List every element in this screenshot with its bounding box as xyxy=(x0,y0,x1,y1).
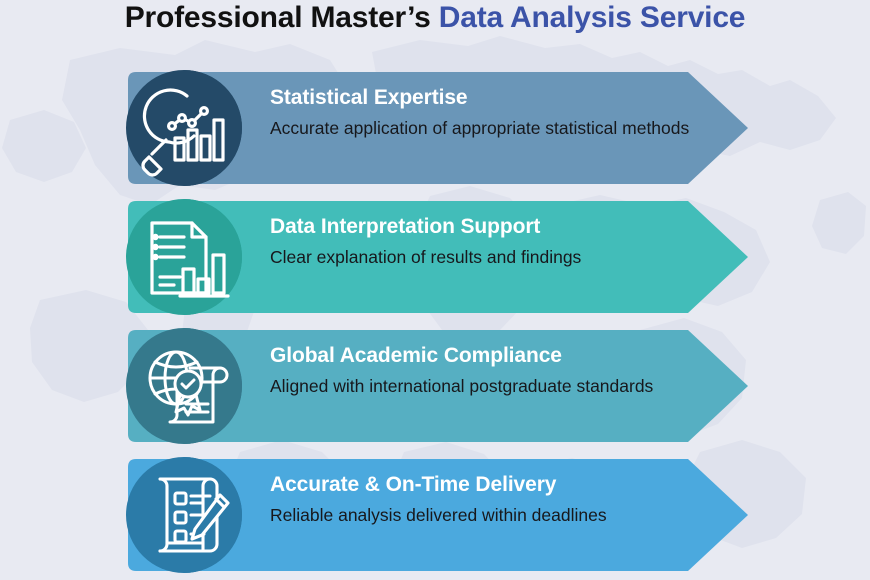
list-item[interactable]: Statistical Expertise Accurate applicati… xyxy=(0,68,870,188)
banner-shape-3 xyxy=(128,330,748,442)
page-title: Professional Master’s Data Analysis Serv… xyxy=(0,0,870,40)
banner-row-3: Global Academic Compliance Aligned with … xyxy=(128,330,748,442)
list-item[interactable]: Accurate & On-Time Delivery Reliable ana… xyxy=(0,455,870,575)
feature-title: Global Academic Compliance xyxy=(270,344,562,367)
feature-description: Reliable analysis delivered within deadl… xyxy=(270,505,607,525)
feature-description: Accurate application of appropriate stat… xyxy=(270,118,690,138)
feature-title: Statistical Expertise xyxy=(270,86,468,109)
list-item[interactable]: Global Academic Compliance Aligned with … xyxy=(0,326,870,446)
feature-title: Data Interpretation Support xyxy=(270,215,541,238)
icon-badge-4[interactable] xyxy=(124,455,256,575)
feature-list: Statistical Expertise Accurate applicati… xyxy=(0,68,870,580)
icon-badge-2[interactable] xyxy=(124,197,256,317)
feature-title: Accurate & On-Time Delivery xyxy=(270,473,557,496)
list-item[interactable]: Data Interpretation Support Clear explan… xyxy=(0,197,870,317)
feature-description: Aligned with international postgraduate … xyxy=(270,376,654,396)
page-title-primary: Professional Master’s xyxy=(124,1,439,34)
icon-badge-3[interactable] xyxy=(124,326,256,446)
icon-badge-1[interactable] xyxy=(124,68,256,188)
feature-description: Clear explanation of results and finding… xyxy=(270,247,582,267)
page-title-accent: Data Analysis Service xyxy=(438,1,746,34)
checklist-pencil-icon xyxy=(158,477,230,553)
